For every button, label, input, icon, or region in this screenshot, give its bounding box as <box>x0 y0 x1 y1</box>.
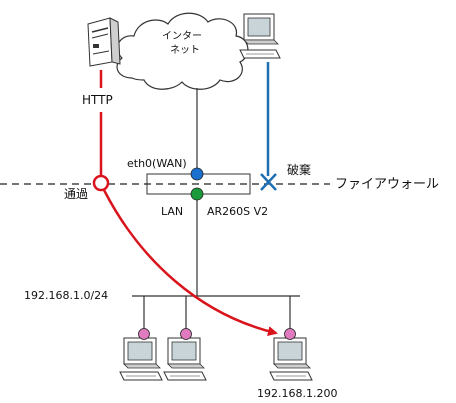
wan-port-icon <box>190 167 204 181</box>
lan-port-icon <box>190 187 204 201</box>
discard-x-icon <box>260 173 277 191</box>
lan-pc-icon-1 <box>119 337 163 381</box>
internet-cloud-icon <box>116 12 249 90</box>
server-icon <box>87 17 121 67</box>
lan-pc-icon-2 <box>163 337 207 381</box>
internet-label-line1: インター <box>162 31 202 42</box>
host-port-icon-3 <box>284 328 296 340</box>
subnet-label: 192.168.1.0/24 <box>24 289 109 302</box>
remote-pc-icon <box>239 13 281 59</box>
eth0-label: eth0(WAN) <box>127 157 187 170</box>
discard-label: 破棄 <box>287 163 312 177</box>
pass-label: 通過 <box>64 187 89 201</box>
internet-label-line2: ネット <box>170 45 200 56</box>
http-label: HTTP <box>82 93 113 107</box>
host-port-icon-1 <box>138 328 150 340</box>
firewall-label: ファイアウォール <box>335 177 440 192</box>
target-host-label: 192.168.1.200 <box>257 387 338 400</box>
lan-pc-icon-3 <box>269 337 313 381</box>
pass-point-icon <box>92 174 110 192</box>
host-port-icon-2 <box>180 328 192 340</box>
lan-label: LAN <box>161 205 184 218</box>
http-pass-arrow <box>102 189 278 337</box>
router-model-label: AR260S V2 <box>207 205 269 218</box>
